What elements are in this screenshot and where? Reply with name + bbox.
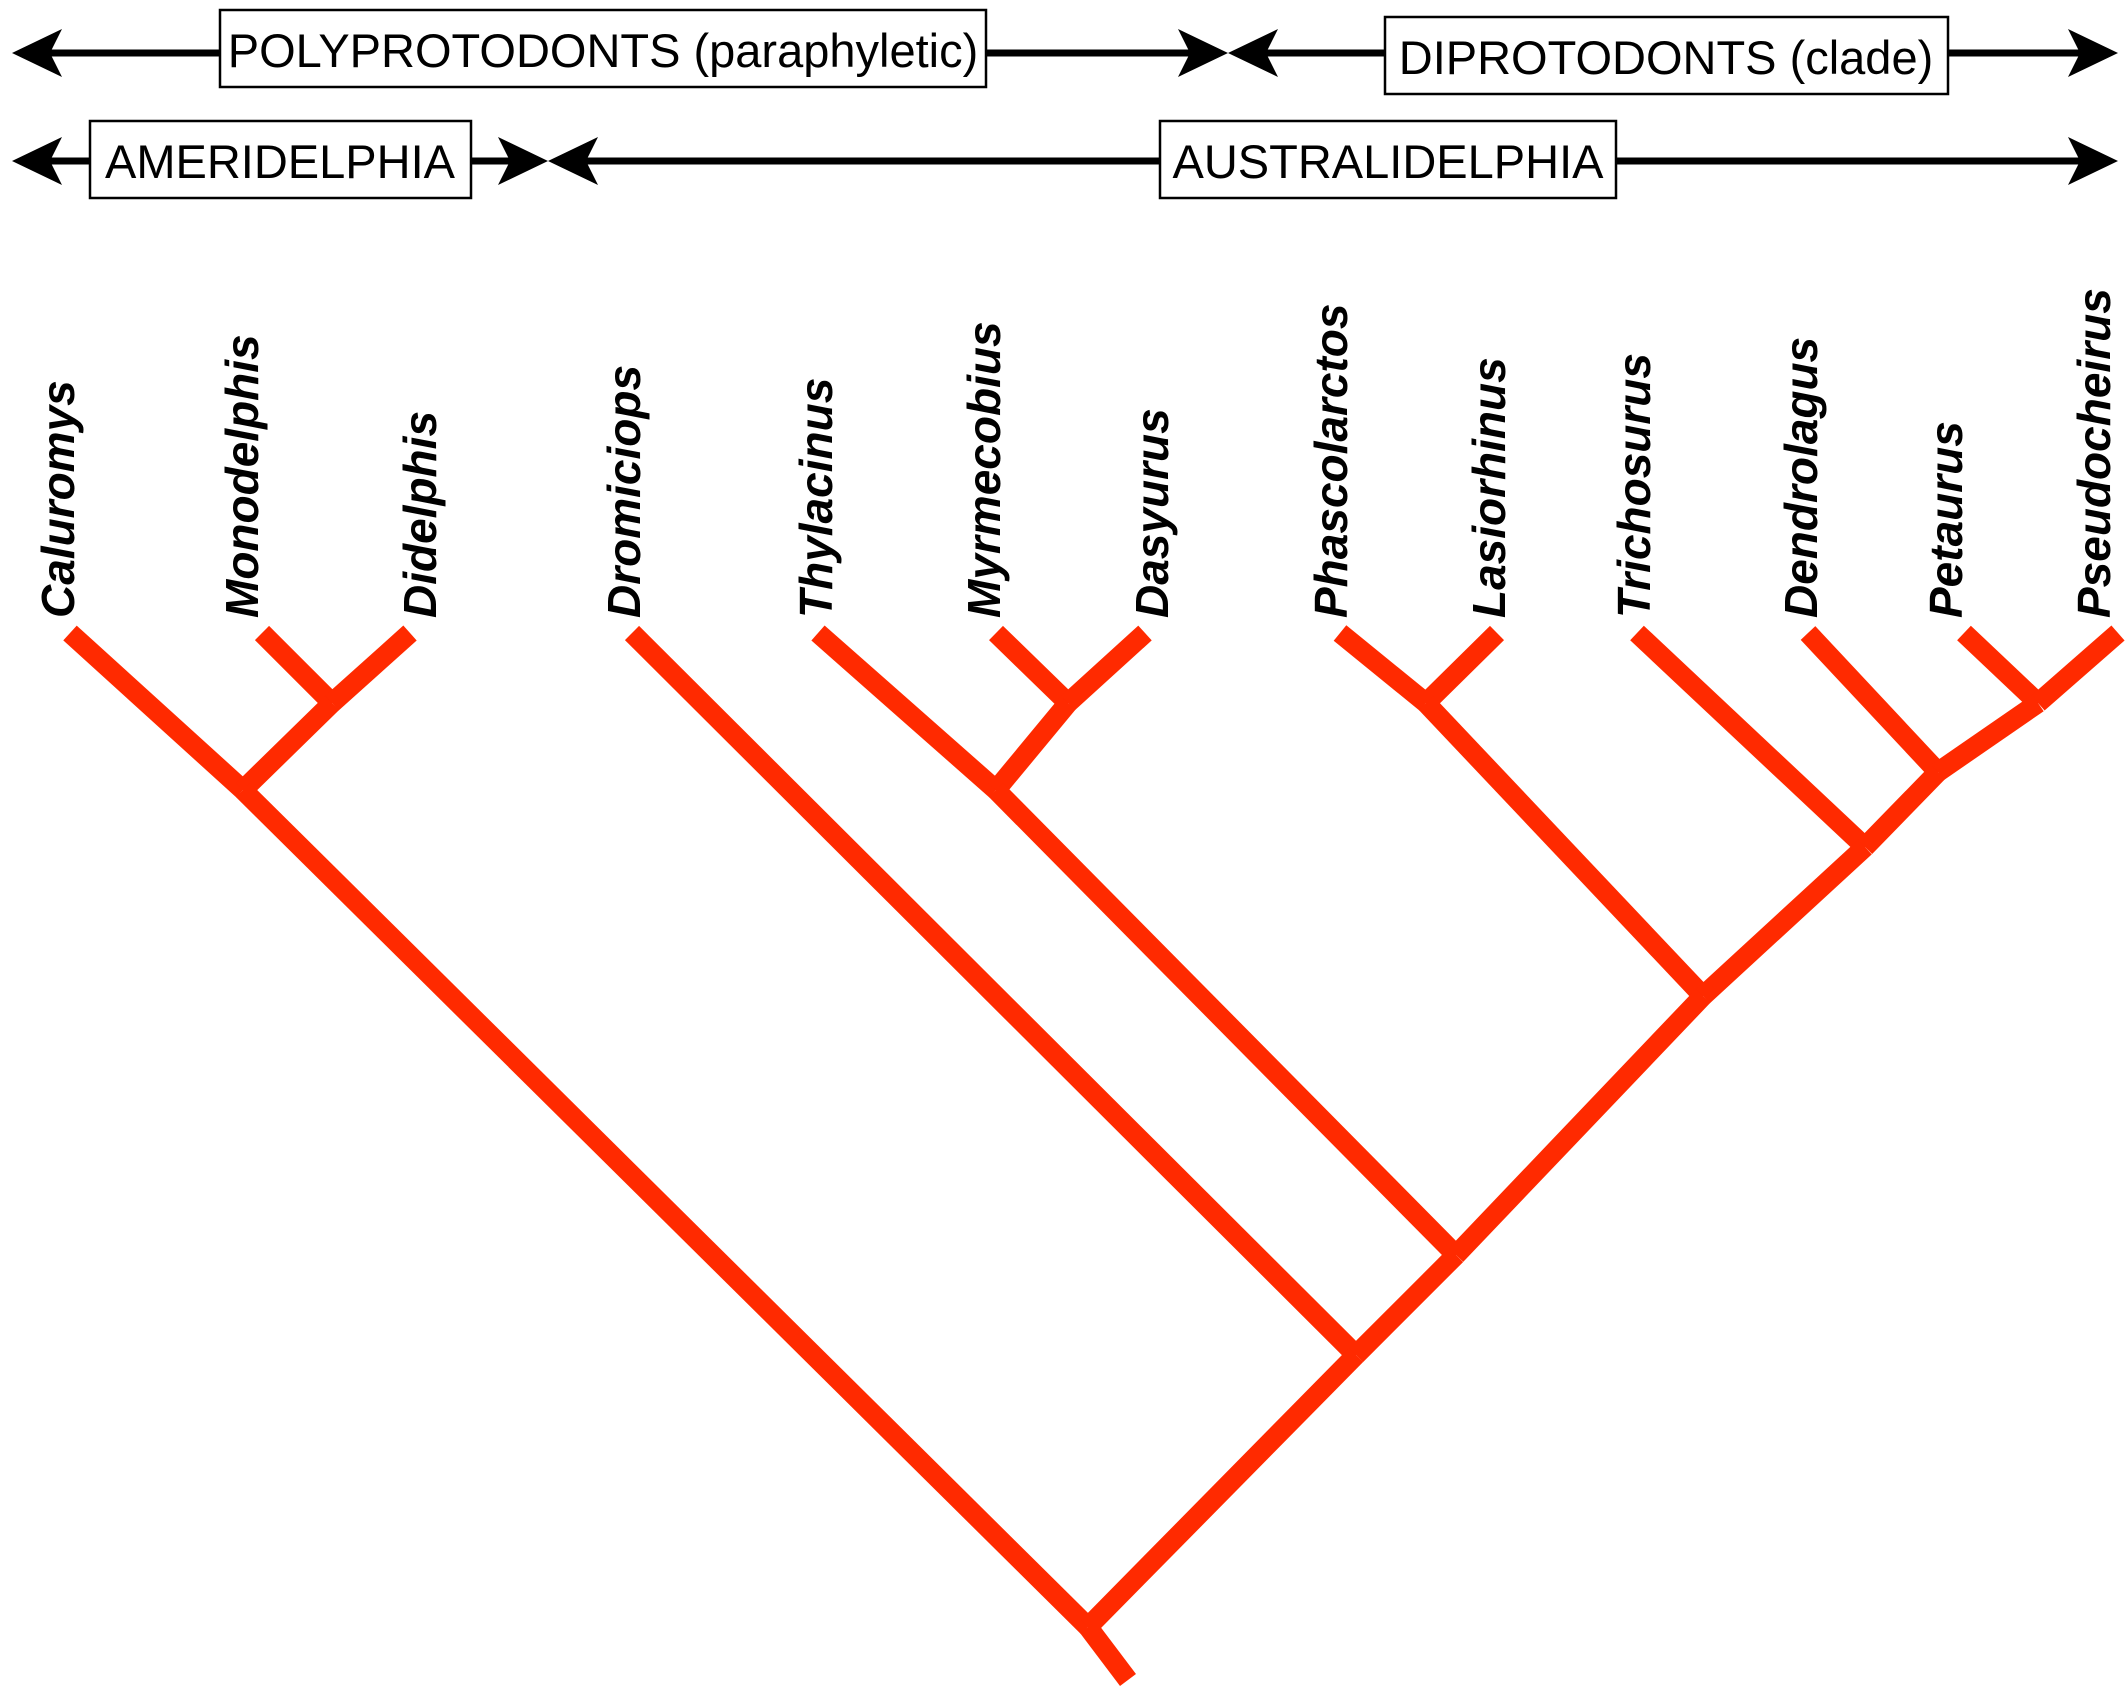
taxon-label-dromiciops: Dromiciops <box>598 365 650 618</box>
australidelphia-range: AUSTRALIDELPHIA <box>548 119 2118 200</box>
ameridelphia-arrow-right-head <box>498 137 548 185</box>
branch-n-ameridelphia-to-n-root <box>235 782 1096 1635</box>
branch-thylacinus-to-n-dasyuromorphia <box>811 625 1003 798</box>
australidelphia-arrow-left-head <box>548 137 598 185</box>
taxon-label-lasiorhinus: Lasiorhinus <box>1463 357 1515 618</box>
taxon-label-thylacinus: Thylacinus <box>790 378 842 618</box>
branch-n-root-to-root-base <box>1080 1620 1136 1687</box>
taxon-label-petaurus: Petaurus <box>1920 421 1972 618</box>
ameridelphia-label: AMERIDELPHIA <box>105 135 456 188</box>
branch-dendrolagus-to-n-dendro-group <box>1800 626 1946 779</box>
diprotodonts-arrow-right-head <box>2068 29 2118 77</box>
branch-dasyurus-to-n-myrm-dasy <box>1061 625 1152 711</box>
taxon-labels: Caluromys Monodelphis Didelphis Dromicio… <box>32 288 2120 618</box>
branch-n-pet-pseudo-to-n-dendro-group <box>1932 694 2044 781</box>
branch-petaurus-to-n-pet-pseudo <box>1957 625 2045 711</box>
diprotodonts-arrow-left-head <box>1228 29 1278 77</box>
taxon-label-phascolarctos: Phascolarctos <box>1305 304 1357 618</box>
ameridelphia-label-box <box>88 119 473 200</box>
branch-n-diprotodontia-to-n-thyl-dipro <box>1448 989 1711 1262</box>
taxon-label-dendrolagus: Dendrolagus <box>1775 337 1827 618</box>
branch-dromiciops-to-n-dromi-rest <box>624 625 1364 1363</box>
taxon-label-didelphis: Didelphis <box>394 411 446 618</box>
branch-n-myrm-dasy-to-n-dasyuromorphia <box>988 696 1076 797</box>
taxon-label-monodelphis: Monodelphis <box>216 334 268 618</box>
polyprotodonts-arrow-right-head <box>1178 29 1228 77</box>
branch-lasiorhinus-to-n-phasc-lasio <box>1418 625 1505 711</box>
branch-pseudocheirus-to-n-pet-pseudo <box>2031 625 2125 711</box>
ameridelphia-range: AMERIDELPHIA <box>12 119 548 200</box>
branch-didelphis-to-n-mono-didel <box>325 625 417 711</box>
australidelphia-label-box <box>1158 119 1618 200</box>
taxon-label-pseudocheirus: Pseudocheirus <box>2068 288 2120 618</box>
branch-myrmecobius-to-n-myrm-dasy <box>989 625 1075 711</box>
polyprotodonts-arrow-left-head <box>12 29 62 77</box>
branch-n-dasyuromorphia-to-n-thyl-dipro <box>988 782 1464 1263</box>
polyprotodonts-range: POLYPROTODONTS (paraphyletic) <box>12 8 1228 89</box>
branch-n-thyl-dipro-to-n-dromi-rest <box>1348 1247 1464 1363</box>
taxon-label-dasyurus: Dasyurus <box>1126 408 1178 618</box>
branch-n-dromi-rest-to-n-root <box>1080 1347 1364 1635</box>
diprotodonts-range: DIPROTODONTS (clade) <box>1228 15 2118 96</box>
diprotodonts-label-box <box>1383 15 1950 96</box>
australidelphia-label: AUSTRALIDELPHIA <box>1173 135 1605 188</box>
branch-n-dendro-group-to-n-tricho-group <box>1857 765 1946 854</box>
branch-monodelphis-to-n-mono-didel <box>254 625 340 711</box>
branch-n-mono-didel-to-n-ameridelphia <box>236 695 339 798</box>
tree-branches <box>63 625 2125 1687</box>
ameridelphia-arrow-left-head <box>12 137 62 185</box>
branch-n-phasc-lasio-to-n-diprotodontia <box>1418 696 1711 1003</box>
diprotodonts-label: DIPROTODONTS (clade) <box>1399 31 1934 84</box>
branch-caluromys-to-n-ameridelphia <box>63 625 250 798</box>
branch-phascolarctos-to-n-phasc-lasio <box>1333 625 1433 711</box>
taxon-label-caluromys: Caluromys <box>32 380 84 618</box>
australidelphia-arrow-right-head <box>2068 137 2118 185</box>
branch-trichosurus-to-n-tricho-group <box>1630 625 1872 855</box>
polyprotodonts-label: POLYPROTODONTS (paraphyletic) <box>228 24 978 77</box>
polyprotodonts-label-box <box>218 8 988 89</box>
taxon-label-myrmecobius: Myrmecobius <box>958 321 1010 618</box>
branch-n-tricho-group-to-n-diprotodontia <box>1696 839 1872 1004</box>
taxon-label-trichosurus: Trichosurus <box>1608 353 1660 618</box>
